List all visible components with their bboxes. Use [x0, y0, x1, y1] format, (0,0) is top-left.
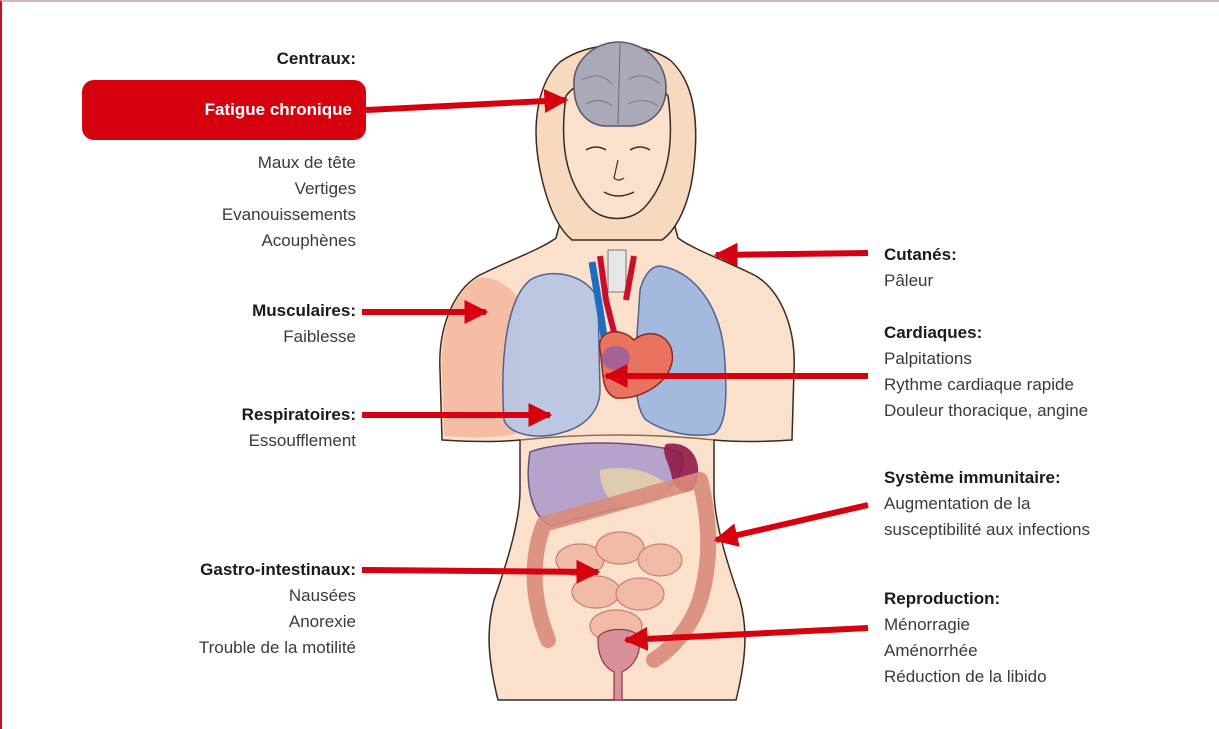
highlight-fatigue-chronique: Fatigue chronique: [82, 80, 366, 140]
label-group-cardiaques: Cardiaques: Palpitations Rythme cardiaqu…: [884, 320, 1184, 424]
arrow-immunitaire: [716, 505, 868, 540]
group-title: Système immunitaire:: [884, 465, 1194, 491]
symptom-item: Evanouissements: [150, 202, 356, 228]
symptom-item: Anorexie: [120, 609, 356, 635]
label-group-gastro: Gastro-intestinaux: Nausées Anorexie Tro…: [120, 557, 356, 661]
left-lung: [503, 274, 600, 436]
group-title: Respiratoires:: [150, 402, 356, 428]
symptom-item: Réduction de la libido: [884, 664, 1184, 690]
arrow-centraux: [366, 100, 566, 110]
group-title: Musculaires:: [150, 298, 356, 324]
symptom-item: susceptibilité aux infections: [884, 517, 1194, 543]
symptom-item: Augmentation de la: [884, 491, 1194, 517]
symptom-item: Aménorrhée: [884, 638, 1184, 664]
symptom-item: Ménorragie: [884, 612, 1184, 638]
symptom-item: Pâleur: [884, 268, 1184, 294]
label-group-musculaires: Musculaires: Faiblesse: [150, 298, 356, 350]
arrow-gastro: [362, 570, 598, 572]
label-group-centraux-items: Maux de tête Vertiges Evanouissements Ac…: [150, 150, 356, 254]
symptom-item: Faiblesse: [150, 324, 356, 350]
label-group-respiratoires: Respiratoires: Essoufflement: [150, 402, 356, 454]
label-group-immunitaire: Système immunitaire: Augmentation de la …: [884, 465, 1194, 543]
label-group-reproduction: Reproduction: Ménorragie Aménorrhée Rédu…: [884, 586, 1184, 690]
label-group-cutanes: Cutanés: Pâleur: [884, 242, 1184, 294]
symptom-item: Palpitations: [884, 346, 1184, 372]
symptom-item: Nausées: [120, 583, 356, 609]
symptom-item: Maux de tête: [150, 150, 356, 176]
symptom-item: Vertiges: [150, 176, 356, 202]
arrow-cutanes: [716, 253, 868, 255]
group-title: Cardiaques:: [884, 320, 1184, 346]
symptom-item: Douleur thoracique, angine: [884, 398, 1184, 424]
highlight-label: Fatigue chronique: [205, 100, 352, 120]
symptom-item: Trouble de la motilité: [120, 635, 356, 661]
symptom-item: Essoufflement: [150, 428, 356, 454]
group-title: Gastro-intestinaux:: [120, 557, 356, 583]
group-title: Centraux:: [150, 46, 356, 72]
label-group-centraux-title: Centraux:: [150, 46, 356, 72]
symptom-item: Acouphènes: [150, 228, 356, 254]
symptom-item: Rythme cardiaque rapide: [884, 372, 1184, 398]
group-title: Reproduction:: [884, 586, 1184, 612]
group-title: Cutanés:: [884, 242, 1184, 268]
